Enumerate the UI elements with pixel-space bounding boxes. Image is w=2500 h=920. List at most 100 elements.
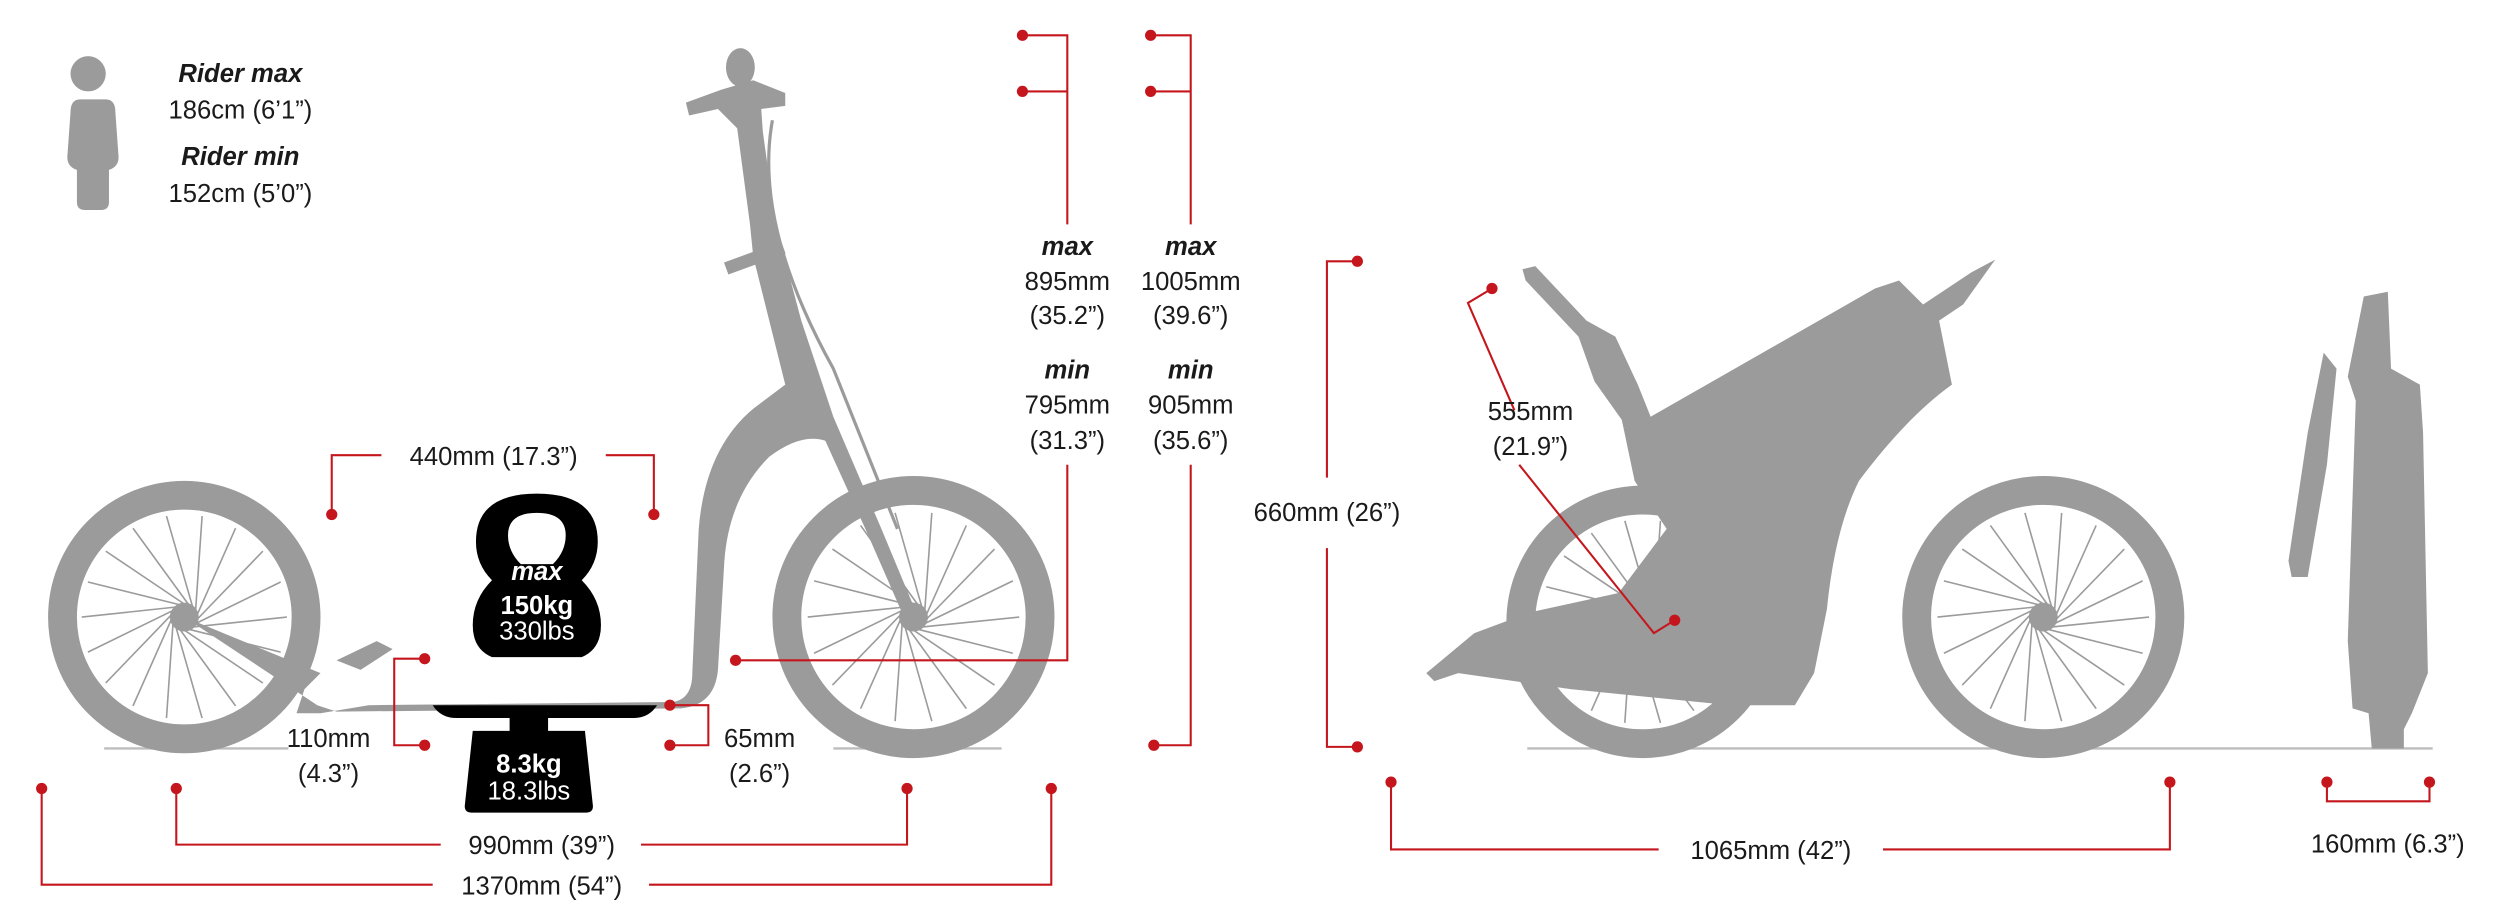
wheel-spoke	[192, 616, 287, 628]
folded-scooter-view	[1426, 259, 2433, 759]
wheel-spoke	[924, 580, 1014, 625]
folded-fork	[1645, 477, 1728, 597]
clearance-inches: (2.6”)	[729, 760, 790, 788]
clearance-label: 65mm	[724, 725, 795, 753]
brake-lever	[725, 48, 755, 87]
max-mm: 895mm	[1025, 268, 1110, 296]
deck-height-dimension: 110mm (4.3”)	[287, 653, 431, 788]
wheel-spoke	[87, 609, 174, 653]
wheelbase-dimension: 990mm (39”)	[170, 782, 913, 860]
folded-width-label: 160mm (6.3”)	[2311, 831, 2465, 859]
wheel-spoke	[908, 628, 967, 710]
wheel-spoke	[2055, 525, 2097, 616]
wheel-spoke	[2024, 512, 2053, 608]
wheel-spoke	[904, 626, 933, 722]
rider-min-label: Rider min	[181, 143, 299, 171]
wheel-spoke	[87, 581, 181, 606]
deck-length-label: 440mm (17.3”)	[410, 443, 578, 471]
wheel-spoke	[1943, 609, 2033, 654]
wheel-spoke	[813, 609, 903, 654]
wheel-spoke	[178, 628, 237, 707]
wheel-spoke	[807, 606, 906, 618]
wheel-spoke	[2053, 512, 2063, 612]
min-inches: (31.3”)	[1030, 427, 1105, 455]
folded-frame	[1426, 259, 1996, 706]
wheel-spoke	[105, 613, 173, 684]
scooter-side-view	[48, 48, 1055, 759]
wheel-spoke	[923, 512, 933, 612]
max-inches: (39.6”)	[1153, 302, 1228, 330]
handlebar-height-dimension-1: max 895mm (35.2”) min 795mm (31.3”)	[729, 29, 1110, 666]
rider-min-value: 152cm (5’0”)	[168, 180, 312, 208]
max-mm: 1005mm	[1141, 268, 1241, 296]
stem-clamp	[724, 241, 786, 275]
rider-max-value: 186cm (6’1”)	[168, 97, 312, 125]
load-value: 150kg	[501, 592, 574, 620]
deck-height-inches: (4.3”)	[298, 760, 359, 788]
min-mm: 795mm	[1025, 392, 1110, 420]
wheel-spoke	[132, 527, 190, 606]
load-max-label: max	[511, 558, 564, 586]
max-label: max	[1165, 233, 1218, 261]
wheel-spoke	[165, 515, 194, 608]
wheel-spoke	[175, 626, 203, 719]
wheel-spoke	[81, 606, 177, 618]
min-mm: 905mm	[1148, 392, 1233, 420]
wheel-spoke	[1989, 618, 2032, 709]
wheel-spoke	[921, 616, 1020, 628]
wheel-spoke	[2053, 580, 2144, 625]
wheel-spoke	[2051, 616, 2150, 628]
total-length-dimension: 1370mm (54”)	[36, 782, 1057, 900]
wheel-spoke	[925, 548, 996, 621]
wheel-spoke	[165, 623, 174, 719]
wheel-spoke	[1943, 580, 2040, 606]
wheel-spoke	[1989, 524, 2049, 606]
wheel-spoke	[196, 527, 237, 616]
wheel-spoke	[831, 613, 902, 686]
wheel-spoke	[2047, 628, 2143, 655]
max-inches: (35.2”)	[1030, 302, 1105, 330]
scooter-frame	[184, 80, 922, 714]
wheel-spoke	[2033, 626, 2063, 722]
wheel-hub	[169, 602, 199, 632]
wheel-spoke	[105, 550, 186, 605]
deck-length-dimension: 440mm (17.3”)	[326, 443, 660, 521]
rider-max-label: Rider max	[178, 60, 304, 88]
rear-wheel	[48, 480, 321, 754]
wheel-spoke	[894, 623, 903, 722]
wheel-spoke	[912, 629, 995, 686]
wheel-spoke	[917, 628, 1014, 655]
wheel-spoke	[1961, 613, 2032, 686]
max-label: max	[1042, 233, 1095, 261]
folded-front-wheel	[1902, 476, 2185, 759]
front-wheel	[772, 476, 1055, 759]
rider-icon	[67, 56, 119, 210]
wheel-spoke	[859, 618, 902, 709]
wheel-spoke	[196, 550, 264, 621]
ground-clearance-dimension: 65mm (2.6”)	[664, 699, 795, 788]
handlebar-height-dimension-2: max 1005mm (39.6”) min 905mm (35.6”)	[1141, 29, 1241, 751]
wheel-spoke	[194, 515, 203, 612]
total-length-label: 1370mm (54”)	[461, 872, 622, 900]
folded-length-label: 1065mm (42”)	[1690, 837, 1851, 865]
folded-bar-inches: (21.9”)	[1493, 433, 1568, 461]
deck-height-label: 110mm	[287, 725, 371, 753]
wheel-spoke	[183, 629, 264, 684]
wheel-spoke	[132, 618, 173, 707]
folded-length-dimension: 1065mm (42”)	[1385, 776, 2176, 865]
folded-height-dimension: 660mm (26”)	[1254, 255, 1401, 753]
folded-front-view	[2288, 291, 2428, 749]
wheel-spoke	[2042, 629, 2125, 686]
folded-height-label: 660mm (26”)	[1254, 499, 1401, 527]
wheel-spoke	[894, 512, 923, 608]
wheel-spoke	[1937, 606, 2036, 618]
wheel-hub	[2028, 602, 2058, 632]
wheel-spoke	[925, 525, 968, 616]
weight-value: 8.3kg	[496, 751, 562, 779]
min-inches: (35.6”)	[1153, 427, 1228, 455]
wheel-spoke	[194, 581, 282, 625]
folded-bar-label: 555mm	[1488, 398, 1573, 426]
wheel-spoke	[813, 580, 910, 606]
weight-icon: 8.3kg 18.3lbs	[432, 705, 658, 813]
weight-sub: 18.3lbs	[488, 778, 571, 806]
